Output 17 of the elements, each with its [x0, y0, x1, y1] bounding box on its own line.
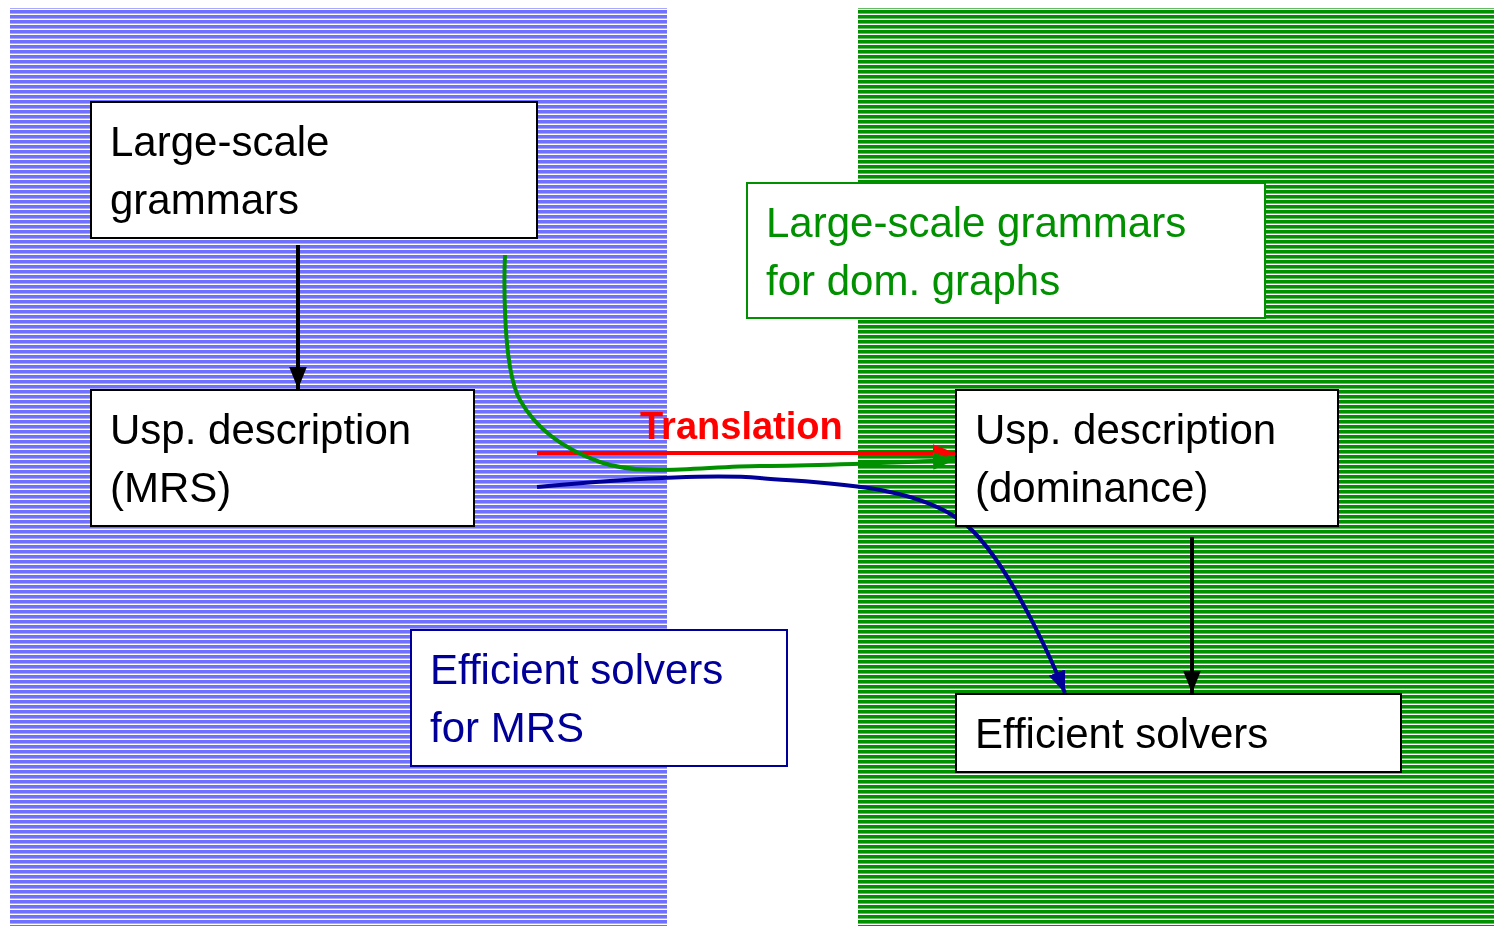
box-text: Usp. description (dominance): [975, 405, 1278, 513]
box-text: Efficient solvers: [975, 709, 1270, 759]
text-box: [955, 693, 1402, 773]
text-box: [410, 629, 788, 767]
arrow: [289, 245, 307, 389]
text-box: [955, 389, 1339, 527]
arrow: [536, 474, 1067, 694]
box-text: Efficient solvers for MRS: [430, 645, 725, 753]
arrow: [1183, 537, 1201, 693]
text-box: [746, 182, 1266, 319]
text-box: [90, 389, 475, 527]
box-text: Large-scale grammars for dom. graphs: [766, 198, 1188, 306]
box-text: Large-scale grammars: [110, 117, 331, 225]
text-box: [90, 101, 538, 239]
box-text: Usp. description (MRS): [110, 405, 413, 513]
arrow: [502, 254, 956, 472]
edge-label: Translation: [639, 404, 844, 448]
